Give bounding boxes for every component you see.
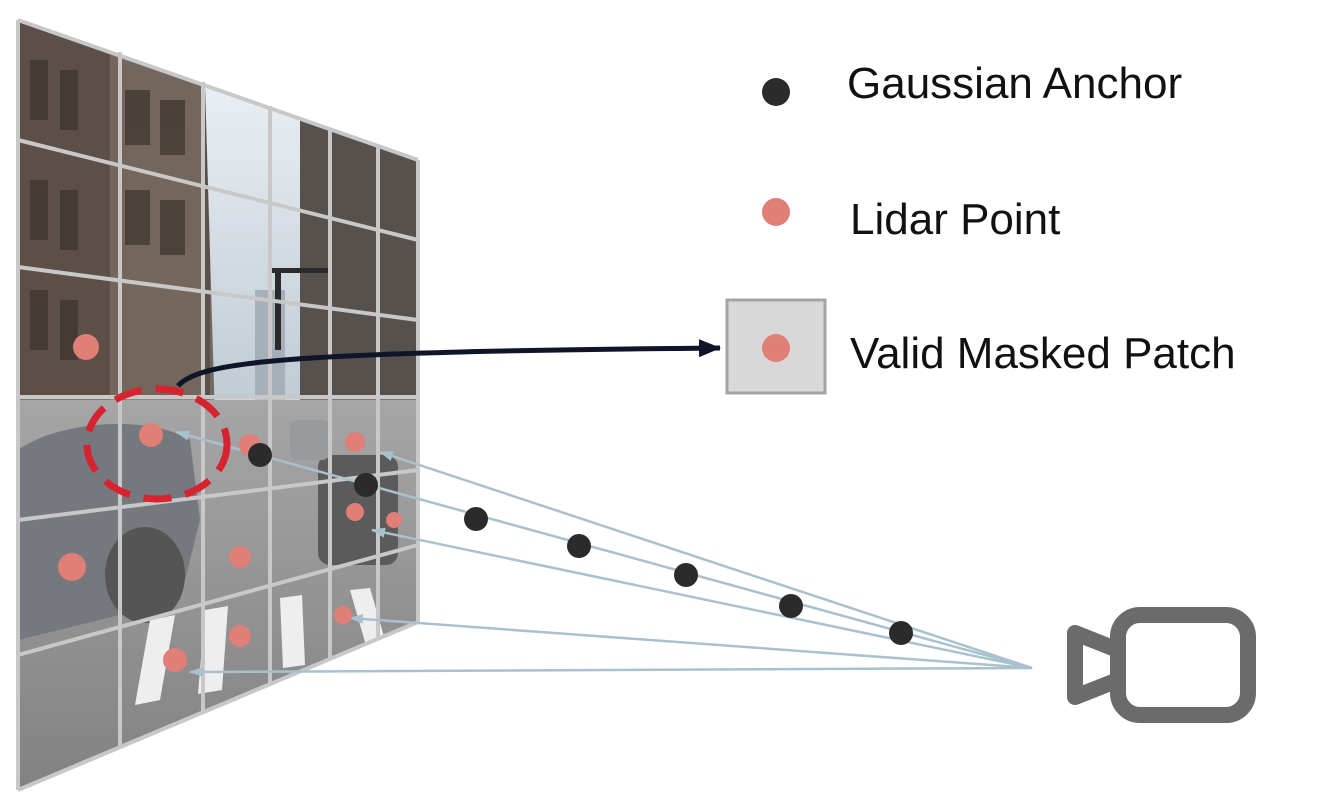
valid-masked-patch-legend-label: Valid Masked Patch <box>850 329 1236 378</box>
valid-masked-patch-lidar-dot <box>762 334 790 362</box>
gaussian-anchor <box>674 563 698 587</box>
lidar-point <box>229 625 251 647</box>
lidar-point-legend-label: Lidar Point <box>850 195 1060 244</box>
masked-patch-highlight <box>83 385 231 503</box>
patch-callout-arrow <box>176 339 721 388</box>
lidar-point <box>334 606 352 624</box>
lidar-point <box>346 503 364 521</box>
lidar-point <box>73 334 99 360</box>
lidar-point <box>139 423 163 447</box>
gaussian-anchors <box>248 443 913 645</box>
gaussian-anchor <box>889 621 913 645</box>
lidar-point <box>345 432 365 452</box>
gaussian-anchor-legend-icon <box>762 78 790 106</box>
patch-grid <box>16 18 420 792</box>
lidar-point <box>163 648 187 672</box>
gaussian-anchor <box>464 507 488 531</box>
gaussian-anchor-legend-label: Gaussian Anchor <box>847 59 1182 108</box>
gaussian-anchor <box>779 594 803 618</box>
gaussian-anchor <box>248 443 272 467</box>
gaussian-anchor <box>567 534 591 558</box>
masked-region-overlay <box>18 397 418 790</box>
lidar-point <box>58 553 86 581</box>
legend: Gaussian Anchor Lidar Point Valid Masked… <box>725 59 1236 395</box>
lidar-point <box>229 546 251 568</box>
camera-rays <box>175 430 1033 677</box>
lidar-point <box>386 512 402 528</box>
gaussian-anchor <box>354 473 378 497</box>
video-camera-icon <box>1067 607 1256 723</box>
lidar-point-legend-icon <box>762 198 790 226</box>
